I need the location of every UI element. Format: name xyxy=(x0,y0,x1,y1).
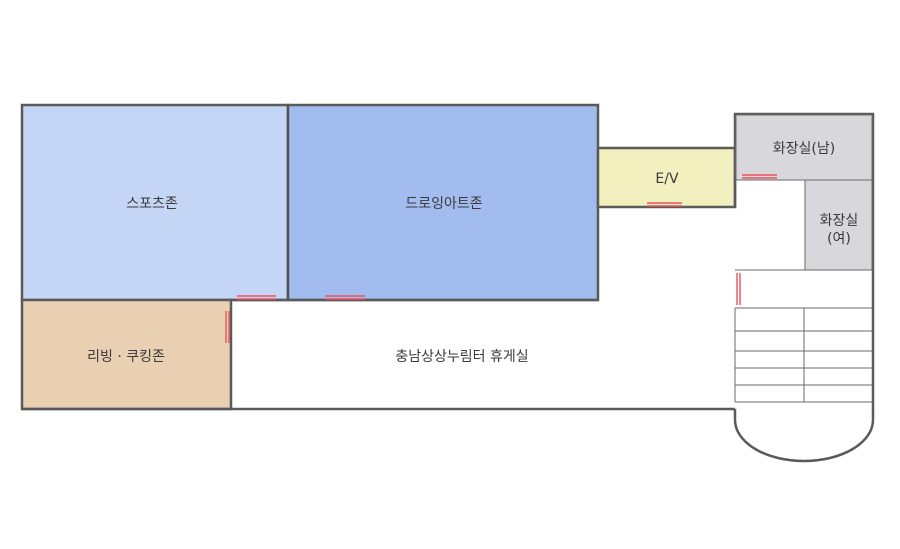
stairwell-curve xyxy=(733,409,875,463)
staircase xyxy=(734,308,873,403)
drawing-art-zone-label: 드로잉아트존 xyxy=(405,196,482,212)
lounge-label: 충남상상누림터 휴게실 xyxy=(395,349,528,365)
right-block-outline xyxy=(733,112,875,410)
door-elevator[interactable] xyxy=(647,202,682,207)
door-drawing-art-zone[interactable] xyxy=(325,295,365,300)
restroom-men-room[interactable] xyxy=(735,114,873,181)
drawing-art-zone-room[interactable] xyxy=(286,103,600,302)
door-stair-corridor[interactable] xyxy=(736,273,741,305)
door-restroom-men[interactable] xyxy=(742,174,777,179)
restroom-women-label-line2: (여) xyxy=(827,231,851,247)
door-living-cooking-zone[interactable] xyxy=(225,311,230,343)
elevator-room[interactable] xyxy=(596,146,737,209)
living-cooking-zone-label: 리빙 · 쿠킹존 xyxy=(87,349,165,365)
restroom-women-room[interactable] xyxy=(804,179,873,271)
elevator-label: E/V xyxy=(655,171,679,187)
sports-zone-label: 스포츠존 xyxy=(126,196,178,212)
door-sports-zone[interactable] xyxy=(237,295,276,300)
restroom-men-label: 화장실(남) xyxy=(773,141,835,157)
restroom-women-label-line1: 화장실 xyxy=(820,213,859,229)
sports-zone-room[interactable] xyxy=(20,103,290,302)
